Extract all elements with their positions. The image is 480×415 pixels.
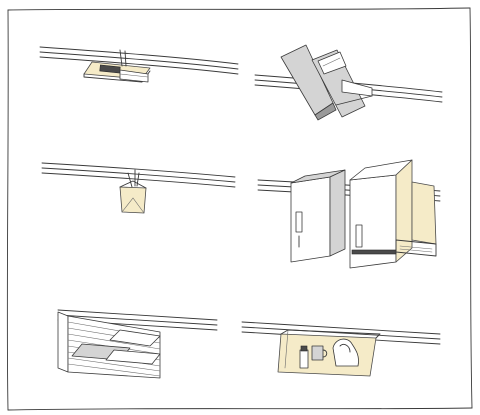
wall-rail: [39, 46, 239, 75]
mug-icon: [311, 345, 328, 361]
spray-can-icon: [299, 345, 309, 369]
wall-rail: [41, 162, 236, 188]
storage-box-icon: [119, 69, 149, 83]
vignette-tray-with-stapler: [39, 46, 239, 83]
paper-rack-icon: [57, 311, 161, 379]
shelf-bracket-icon: [395, 181, 437, 257]
binder-icon: [349, 159, 413, 269]
bin-icon: [277, 329, 381, 377]
magazine-holder-icon: [280, 44, 373, 121]
binder-icon: [290, 169, 346, 263]
vignette-magazine-holders: [254, 44, 443, 121]
vignette-paper-rack: [57, 309, 218, 379]
vignette-binders-and-shelf: [257, 159, 441, 269]
glove-icon: [332, 338, 359, 367]
vignette-pen-cup: [41, 162, 236, 214]
vignette-utility-bin: [241, 321, 441, 377]
pen-cup-icon: [119, 169, 147, 214]
sketch-frame: [6, 7, 473, 411]
